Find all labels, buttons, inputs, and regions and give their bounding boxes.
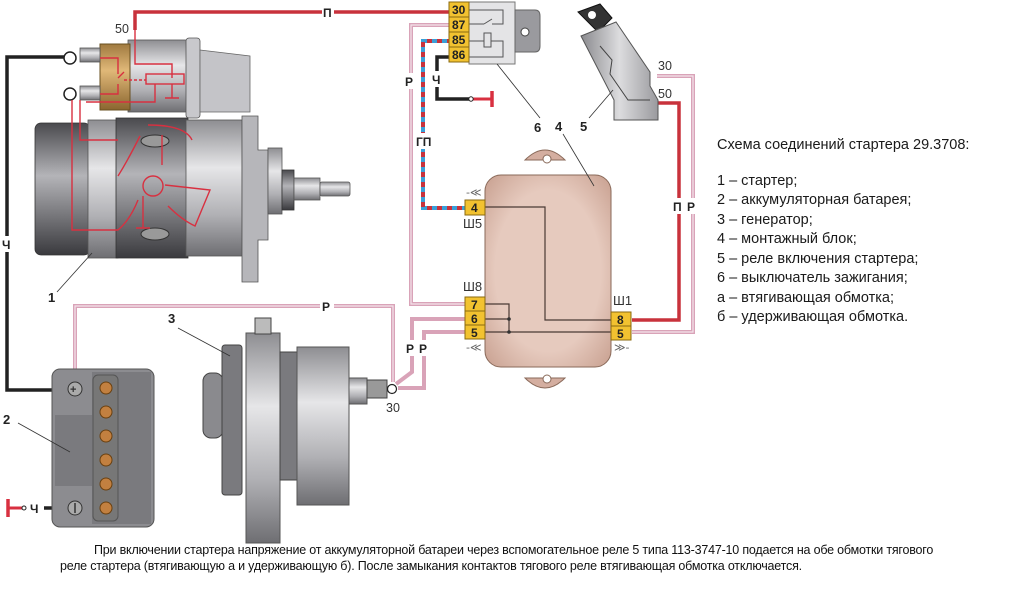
callout-3: 3 bbox=[168, 311, 175, 326]
legend: Схема соединений стартера 29.3708: 1 – с… bbox=[717, 136, 969, 328]
legend-item: 5 – реле включения стартера; bbox=[717, 250, 919, 267]
svg-text:+: + bbox=[70, 384, 76, 396]
relay-pin-87: 87 bbox=[452, 18, 466, 32]
relay-pin-30: 30 bbox=[452, 3, 466, 17]
wire-bluered-relay-sh5 bbox=[421, 39, 465, 210]
generator bbox=[202, 317, 398, 544]
generator-terminal-30 bbox=[386, 383, 398, 395]
wire-label-switch-red: П bbox=[673, 200, 682, 214]
ignition-switch: 30 50 bbox=[577, 3, 672, 121]
sh8-pin-7: 7 bbox=[471, 298, 478, 312]
wire-labels: П Р Ч ГП Ч Ч Р Р Р П Р bbox=[1, 4, 700, 516]
battery-cell-caps bbox=[99, 381, 113, 515]
sh8-pin-5: 5 bbox=[471, 326, 478, 340]
connector-label-sh8: Ш8 bbox=[463, 279, 482, 294]
wire-pink-sh8-5-generator bbox=[398, 330, 465, 390]
legend-item: 4 – монтажный блок; bbox=[717, 231, 857, 247]
legend-item: а – втягивающая обмотка; bbox=[717, 289, 894, 306]
wire-label-switch-pink: Р bbox=[687, 200, 695, 214]
battery: + bbox=[51, 368, 155, 528]
callout-1: 1 bbox=[48, 290, 55, 305]
connector-label-sh5: Ш5 bbox=[463, 216, 482, 231]
wire-red-switch-sh1 bbox=[632, 101, 681, 322]
wire-label-sh8-left-1: Р bbox=[406, 342, 414, 356]
connector-label-sh1: Ш1 bbox=[613, 293, 632, 308]
callout-6: 6 bbox=[534, 120, 541, 135]
sh8-pin-6: 6 bbox=[471, 312, 478, 326]
svg-text:-≪: -≪ bbox=[466, 186, 482, 199]
sh1-pin-5: 5 bbox=[617, 327, 624, 341]
switch-terminal-30: 30 bbox=[658, 59, 672, 73]
legend-item: 1 – стартер; bbox=[717, 172, 798, 189]
sh5-pin-4: 4 bbox=[471, 201, 478, 215]
wire-label-relay-black: Ч bbox=[432, 73, 440, 87]
relay-pin-85: 85 bbox=[452, 33, 466, 47]
svg-text:≫-: ≫- bbox=[614, 341, 630, 354]
wire-label-top-red: П bbox=[323, 6, 332, 20]
wire-label-generator-top: Р bbox=[322, 300, 330, 314]
auxiliary-relay: 30 87 85 86 bbox=[448, 1, 541, 65]
mounting-block: 4 Ш5 Ш8 7 6 5 Ш1 8 5 -≪ -≪ ≫- bbox=[463, 149, 632, 389]
generator-terminal-30-label: 30 bbox=[386, 401, 400, 415]
wire-label-relay-bluered: ГП bbox=[416, 135, 431, 149]
wire-red-starter-relay bbox=[133, 10, 452, 30]
legend-item: 6 – выключатель зажигания; bbox=[717, 270, 908, 286]
legend-item: 2 – аккумуляторная батарея; bbox=[717, 192, 912, 208]
wire-label-sh8-left-2: Р bbox=[419, 342, 427, 356]
starter-terminal-bottom bbox=[63, 87, 77, 101]
legend-item: б – удерживающая обмотка. bbox=[717, 309, 909, 325]
callout-4: 4 bbox=[555, 119, 563, 134]
svg-text:-≪: -≪ bbox=[466, 341, 482, 354]
battery-positive-terminal bbox=[67, 381, 83, 397]
legend-title: Схема соединений стартера 29.3708: bbox=[717, 137, 970, 153]
wire-black-starter-battery bbox=[5, 55, 72, 392]
callout-2: 2 bbox=[3, 412, 10, 427]
switch-terminal-50: 50 bbox=[658, 87, 672, 101]
wire-label-relay-pink: Р bbox=[405, 75, 413, 89]
relay-pins: 30 87 85 86 bbox=[448, 1, 470, 63]
starter bbox=[34, 30, 351, 283]
legend-item: 3 – генератор; bbox=[717, 211, 813, 228]
sh1-pin-8: 8 bbox=[617, 313, 624, 327]
callout-5: 5 bbox=[580, 119, 587, 134]
callouts: 1 2 3 4 5 6 bbox=[3, 63, 614, 453]
starter-terminal-top bbox=[63, 51, 77, 65]
starter-terminal-50: 50 bbox=[115, 22, 129, 36]
caption-text: При включении стартера напряжение от акк… bbox=[60, 543, 934, 573]
caption: При включении стартера напряжение от акк… bbox=[60, 543, 940, 574]
relay-pin-86: 86 bbox=[452, 48, 466, 62]
wire-label-battery-black: Ч bbox=[2, 238, 10, 252]
wire-label-battery-ground: Ч bbox=[30, 502, 38, 516]
